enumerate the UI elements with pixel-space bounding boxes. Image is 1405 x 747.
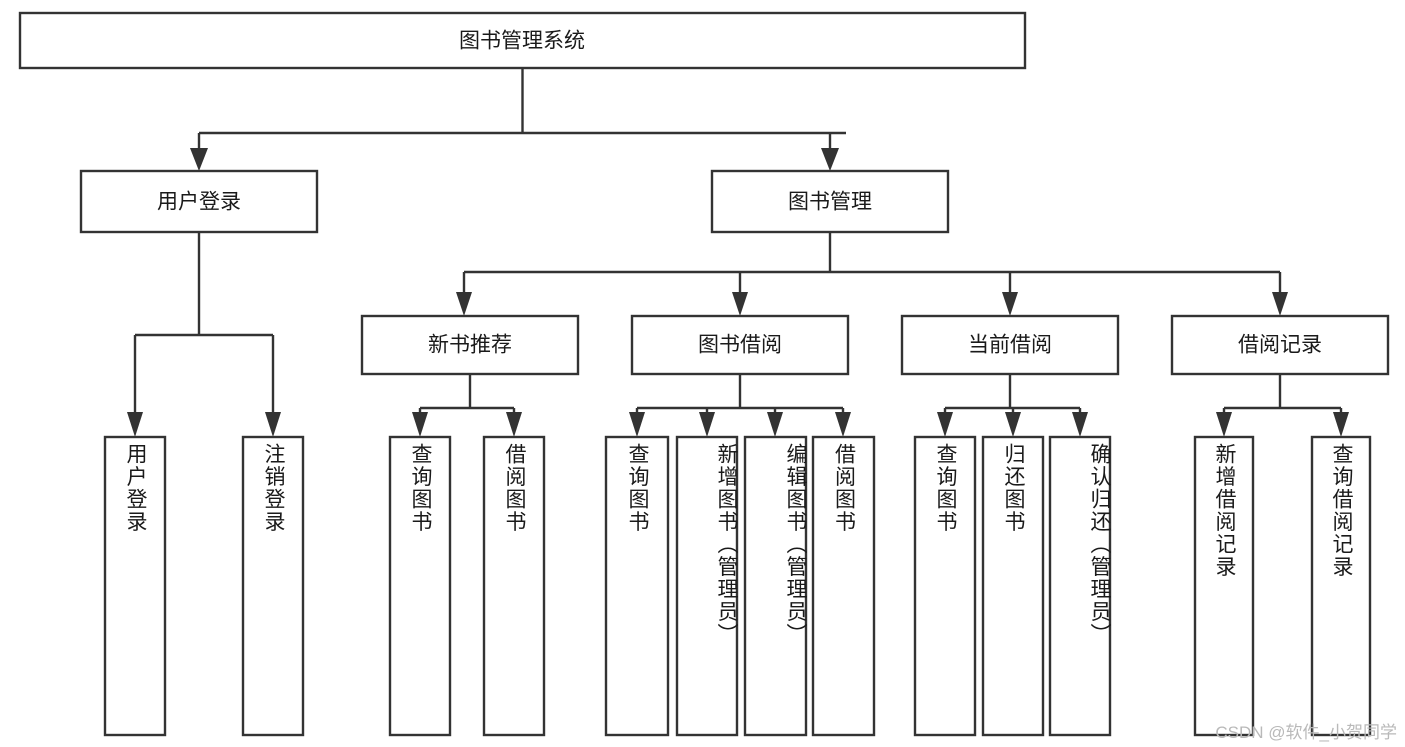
arrowhead-leaf-confirm-return	[1072, 412, 1088, 437]
node-book-borrow-box[interactable]	[630, 314, 850, 376]
leaf-logout-box[interactable]	[241, 435, 305, 737]
node-user-login-label: 用户登录	[157, 191, 241, 214]
node-borrow-record-box[interactable]	[1170, 314, 1390, 376]
arrowhead-book-borrow	[732, 292, 748, 316]
node-new-book-rec-box[interactable]	[360, 314, 580, 376]
node-root-label: 图书管理系统	[459, 30, 585, 53]
arrowhead-book-manage	[821, 148, 839, 171]
leaf-return-book-box[interactable]	[981, 435, 1045, 737]
leaf-add-record-box[interactable]	[1193, 435, 1255, 737]
horizontal-labels-layer: 图书管理系统 用户登录 图书管理 新书推荐 图书借阅 当前借阅 借阅记录	[157, 30, 1322, 357]
leaf-query-record-box[interactable]	[1310, 435, 1372, 737]
arrowhead-leaf-user-login	[127, 412, 143, 437]
node-book-borrow-label: 图书借阅	[698, 334, 782, 357]
leaf-borrow-book-1-box[interactable]	[482, 435, 546, 737]
node-current-borrow-box[interactable]	[900, 314, 1120, 376]
arrowhead-leaf-borrow-book-2	[835, 412, 851, 437]
arrowhead-leaf-query-record	[1333, 412, 1349, 437]
node-new-book-rec-label: 新书推荐	[428, 334, 512, 357]
watermark-text: CSDN @软件_小贺同学	[1215, 723, 1397, 742]
arrowhead-user-login	[190, 148, 208, 171]
leaf-query-book-3-box[interactable]	[913, 435, 977, 737]
leaf-query-book-1-box[interactable]	[388, 435, 452, 737]
leaf-confirm-return-box[interactable]	[1048, 435, 1112, 737]
leaf-add-book-box[interactable]	[675, 435, 739, 737]
boxes-layer	[18, 11, 1390, 737]
arrowhead-leaf-return-book	[1005, 412, 1021, 437]
node-book-manage-box[interactable]	[710, 169, 950, 234]
arrowhead-leaf-logout	[265, 412, 281, 437]
node-current-borrow-label: 当前借阅	[968, 334, 1052, 357]
node-root-box[interactable]	[18, 11, 1027, 70]
arrowhead-leaf-query-book-2	[629, 412, 645, 437]
arrowhead-leaf-add-record	[1216, 412, 1232, 437]
node-user-login-box[interactable]	[79, 169, 319, 234]
arrowhead-leaf-add-book	[699, 412, 715, 437]
leaf-borrow-book-2-box[interactable]	[811, 435, 876, 737]
arrowhead-new-book-rec	[456, 292, 472, 316]
arrowhead-borrow-record	[1272, 292, 1288, 316]
leaf-query-book-2-box[interactable]	[604, 435, 670, 737]
leaf-edit-book-box[interactable]	[743, 435, 808, 737]
arrowhead-leaf-edit-book	[767, 412, 783, 437]
node-borrow-record-label: 借阅记录	[1238, 334, 1322, 357]
arrowhead-current-borrow	[1002, 292, 1018, 316]
arrowhead-leaf-borrow-book-1	[506, 412, 522, 437]
leaf-user-login-box[interactable]	[103, 435, 167, 737]
arrowhead-leaf-query-book-1	[412, 412, 428, 437]
connectors-layer	[127, 68, 1349, 437]
arrowhead-leaf-query-book-3	[937, 412, 953, 437]
node-book-manage-label: 图书管理	[788, 191, 872, 214]
